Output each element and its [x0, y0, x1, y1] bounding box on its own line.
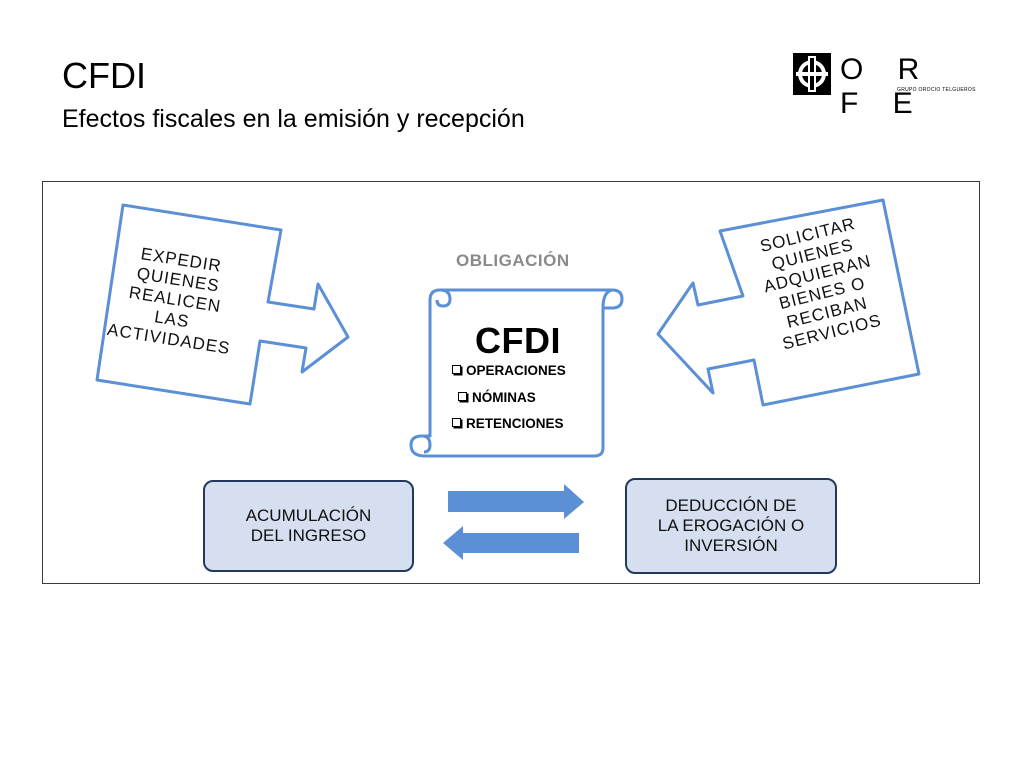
left-pentagon-arrow — [95, 203, 350, 406]
scroll-item-label: NÓMINAS — [472, 390, 536, 405]
box-line: DEDUCCIÓN DE — [665, 496, 797, 515]
obligation-label: OBLIGACIÓN — [456, 251, 570, 270]
scroll-item-label: OPERACIONES — [466, 363, 566, 378]
orfe-logo: O R F E GRUPO OROCIO TELGUEROS — [792, 52, 975, 120]
slide-title: CFDI — [62, 55, 146, 96]
scroll-item-label: RETENCIONES — [466, 416, 564, 431]
deduction-box: DEDUCCIÓN DE LA EROGACIÓN O INVERSIÓN — [625, 478, 837, 574]
scroll-shape — [409, 288, 624, 458]
scroll-item: OPERACIONES — [452, 363, 566, 378]
scroll-item: NÓMINAS — [458, 390, 536, 405]
logo-wordmark: O R F E — [840, 53, 933, 120]
box-line: ACUMULACIÓN — [245, 506, 372, 525]
orfe-logo-icon — [793, 53, 831, 95]
left-arrow — [443, 526, 579, 560]
accumulation-box: ACUMULACIÓN DEL INGRESO — [203, 480, 414, 572]
right-arrow — [448, 484, 584, 519]
box-line: INVERSIÓN — [684, 536, 778, 555]
checkbox-bullet-icon — [452, 365, 461, 374]
right-pentagon-arrow — [656, 198, 921, 407]
logo-tagline: GRUPO OROCIO TELGUEROS — [897, 87, 976, 93]
scroll-item: RETENCIONES — [452, 416, 564, 431]
checkbox-bullet-icon — [452, 418, 461, 427]
box-line: LA EROGACIÓN O — [657, 516, 805, 535]
checkbox-bullet-icon — [458, 392, 467, 401]
slide-subtitle: Efectos fiscales en la emisión y recepci… — [62, 105, 525, 133]
box-line: DEL INGRESO — [250, 526, 367, 545]
scroll-title: CFDI — [475, 320, 561, 361]
